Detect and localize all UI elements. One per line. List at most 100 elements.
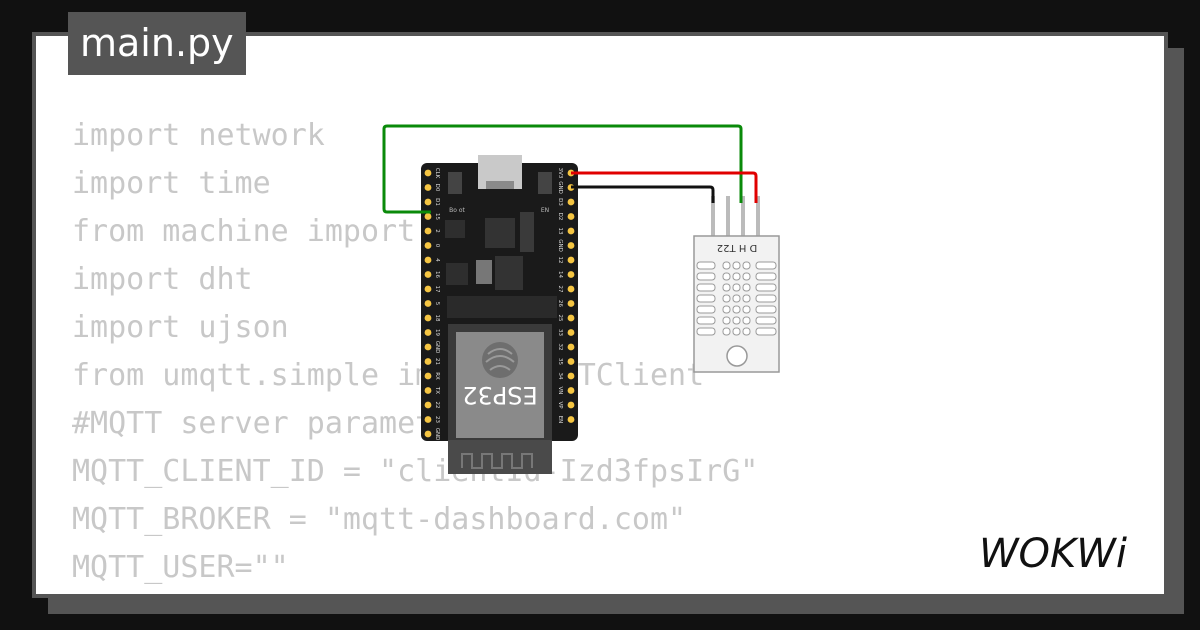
dht22-sensor[interactable]: D H T22 [693,196,780,373]
pin[interactable] [567,416,575,423]
pin[interactable] [567,227,575,235]
mount-hole-icon [726,345,748,367]
code-line: MQTT_CLIENT_ID = "clientId-Izd3fpsIrG" [72,454,759,489]
pin-label: 27 [557,286,563,293]
code-line: import dht [72,262,253,297]
pin-label: 4 [434,258,440,262]
pin-label: CLK [434,168,440,179]
wire-gnd-black[interactable] [571,185,715,203]
dht22-label: D H T22 [717,242,757,253]
pin-label: 14 [557,271,563,278]
pin-label: 35 [557,358,563,365]
pin[interactable] [567,314,575,322]
pin-label: TX [434,386,440,394]
pin-label: 23 [434,416,440,423]
pin-label: VN [557,387,563,395]
pin-label: 34 [557,373,563,380]
pin-label: GND [434,428,440,441]
pin-label: 2 [434,229,440,233]
esp32-chip-label: ESP32 [462,381,537,409]
pin[interactable] [424,314,432,322]
pin[interactable] [424,285,432,293]
pin[interactable] [567,387,575,394]
pin[interactable] [424,416,432,423]
pin[interactable] [424,430,432,438]
pin[interactable] [567,401,575,409]
pin[interactable] [424,372,432,380]
pin-label: 25 [557,315,563,322]
boot-label: Bo ot [449,207,465,214]
pin-label: 33 [557,329,563,336]
pin-label: RX [434,372,440,380]
wire-data-green[interactable] [382,124,743,214]
pin[interactable] [424,271,432,278]
pin[interactable] [424,329,432,336]
pin[interactable] [567,256,575,264]
pin-label: VP [557,401,563,409]
pin-label: 12 [557,257,563,264]
usb-chip [485,218,515,248]
pin[interactable] [567,329,575,336]
pin-label: 17 [434,286,440,293]
pin[interactable] [567,372,575,380]
pin[interactable] [424,169,432,177]
pin[interactable] [567,242,575,249]
pin[interactable] [567,300,575,307]
antenna-area [447,296,557,318]
code-line: import network [72,118,325,153]
pin[interactable] [424,184,432,191]
pin[interactable] [567,285,575,293]
pin-label: GND [557,239,563,252]
pin[interactable] [424,227,432,235]
pin[interactable] [424,387,432,394]
pin-label: GND [434,341,440,354]
file-tab-main-py[interactable]: main.py [68,12,246,75]
code-line: import ujson [72,310,289,345]
pin-label: 0 [434,244,440,248]
pin[interactable] [567,213,575,220]
code-line: import time [72,166,271,201]
pin-label: 16 [434,271,440,278]
pin-label: D0 [434,184,440,192]
code-line: MQTT_BROKER = "mqtt-dashboard.com" [72,502,687,537]
pin[interactable] [424,242,432,249]
pin[interactable] [424,213,432,220]
pin[interactable] [567,198,575,206]
pin-label: GND [557,181,563,194]
en-button[interactable] [538,172,552,194]
pin-label: 18 [434,315,440,322]
pin[interactable] [567,343,575,351]
pin-label: 13 [557,228,563,235]
pin[interactable] [567,271,575,278]
pin[interactable] [424,358,432,365]
pin-label: 15 [434,213,440,220]
pin-label: 5 [434,302,440,306]
code-line: MQTT_USER="" [72,550,289,585]
pin-label: 19 [434,329,440,336]
boot-button[interactable] [448,172,462,194]
pin-label: 3V3 [557,168,563,179]
pin-label: D1 [434,198,440,206]
pin[interactable] [567,358,575,365]
pin[interactable] [424,198,432,206]
dht22-grille [696,261,777,336]
wokwi-logo: WOKWi [979,531,1127,577]
esp32-board[interactable]: Bo ot EN ESP32 CLKD0D115204161751819GND2… [421,155,578,474]
pin-label: D3 [557,198,563,206]
pin-label: D2 [557,213,563,221]
pin-label: 21 [434,358,440,365]
pin[interactable] [424,401,432,409]
pin-label: 32 [557,344,563,351]
pin-label: 22 [434,402,440,409]
wire-vcc-red[interactable] [571,171,758,203]
pin[interactable] [424,343,432,351]
svg-text:WOKWi: WOKWi [979,531,1127,577]
pin[interactable] [424,256,432,264]
pin[interactable] [424,300,432,307]
pin-label: 26 [557,300,563,307]
en-label: EN [541,207,549,214]
